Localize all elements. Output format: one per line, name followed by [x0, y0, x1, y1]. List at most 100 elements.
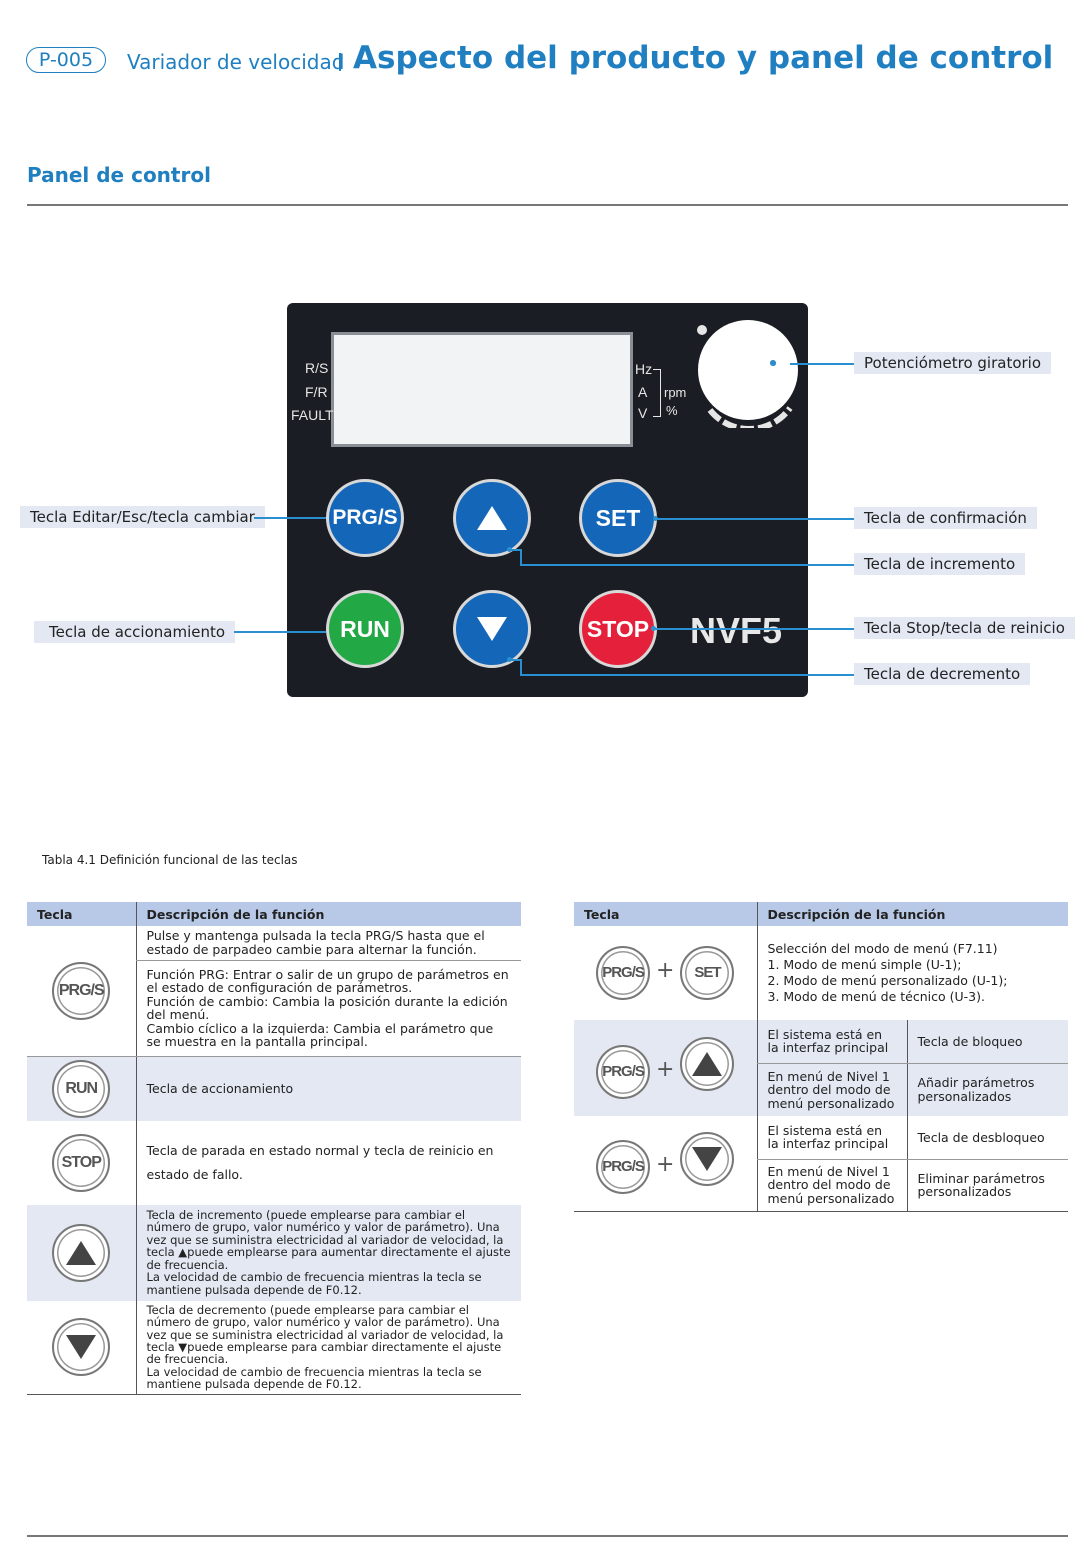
plus-icon: + — [656, 1152, 675, 1178]
callout-prg: Tecla Editar/Esc/tecla cambiar — [20, 506, 265, 528]
table-row: STOP Tecla de parada en estado normal y … — [27, 1120, 521, 1205]
indicator-fr: F/R — [305, 384, 328, 400]
callout-line — [520, 659, 522, 674]
knob-marker — [697, 325, 707, 335]
indicator-fault: FAULT — [291, 407, 334, 423]
table-row: PRG/S+ El sistema está en la interfaz pr… — [574, 1116, 1068, 1195]
indicator-rs: R/S — [305, 360, 329, 376]
up-arrow-icon — [477, 506, 507, 530]
table-row: Función PRG: Entrar o salir de un grupo … — [27, 960, 521, 1057]
section-divider — [27, 204, 1068, 206]
description-cell: Tecla de decremento (puede emplearse par… — [135, 1300, 521, 1395]
table-row: En menú de Nivel 1 dentro del modo de me… — [574, 1159, 1068, 1211]
description-cell: Función PRG: Entrar o salir de un grupo … — [135, 960, 521, 1057]
document-subtitle: Variador de velocidad — [127, 50, 345, 74]
prg-key-icon: PRG/S — [52, 961, 111, 1020]
callout-dot — [771, 361, 776, 366]
prg-key-icon: PRG/S — [596, 1045, 651, 1100]
column-header-description: Descripción de la función — [756, 902, 1068, 926]
column-header-description: Descripción de la función — [135, 902, 521, 926]
down-arrow-icon — [66, 1335, 97, 1360]
description-cell: Tecla de parada en estado normal y tecla… — [135, 1120, 521, 1205]
description-cell: Selección del modo de menú (F7.11) 1. Mo… — [756, 926, 1068, 1020]
callout-line — [520, 674, 854, 676]
condition-cell: En menú de Nivel 1 dentro del modo de me… — [756, 1159, 907, 1211]
plus-icon: + — [656, 957, 675, 983]
page-number-badge: P-005 — [26, 47, 106, 73]
callout-line — [254, 517, 326, 519]
callout-line — [510, 549, 521, 551]
callout-run: Tecla de accionamiento — [34, 621, 236, 643]
table-row: PRG/S Pulse y mantenga pulsada la tecla … — [27, 926, 521, 1057]
condition-cell: En menú de Nivel 1 dentro del modo de me… — [756, 1063, 907, 1116]
title-separator — [339, 53, 341, 71]
callout-dot — [507, 657, 512, 662]
callout-dot — [507, 547, 512, 552]
down-key-icon — [52, 1318, 111, 1377]
callout-line — [657, 518, 854, 520]
action-cell: Añadir parámetros personalizados — [906, 1063, 1068, 1116]
callout-line — [520, 549, 522, 564]
brand-logo: NVF5 — [690, 610, 783, 651]
set-button[interactable]: SET — [579, 479, 657, 557]
down-arrow-icon — [692, 1147, 723, 1172]
plus-icon: + — [656, 1056, 675, 1082]
prg-key-icon: PRG/S — [596, 946, 651, 1000]
callout-line — [520, 564, 854, 566]
callout-line — [790, 363, 854, 365]
description-cell: Tecla de incremento (puede emplearse par… — [135, 1204, 521, 1301]
description-cell: Pulse y mantenga pulsada la tecla PRG/S … — [135, 926, 521, 961]
callout-dot — [653, 516, 658, 521]
callout-line — [655, 628, 854, 630]
column-header-key: Tecla — [27, 902, 136, 926]
prg-button[interactable]: PRG/S — [326, 479, 404, 557]
up-arrow-icon — [66, 1240, 97, 1265]
up-key-icon — [680, 1036, 735, 1091]
callout-dot — [651, 626, 656, 631]
callout-line — [234, 631, 326, 633]
down-key-icon — [680, 1132, 735, 1187]
callout-up: Tecla de incremento — [854, 553, 1026, 575]
table-caption: Tabla 4.1 Definición funcional de las te… — [42, 853, 298, 867]
callout-line — [510, 659, 521, 661]
indicator-hz: Hz — [635, 361, 653, 377]
page-title: Aspecto del producto y panel de control — [353, 40, 1054, 76]
down-arrow-icon — [477, 617, 507, 641]
knob-scale-arc — [707, 406, 793, 428]
prg-key-icon: PRG/S — [596, 1140, 651, 1195]
key-function-table-right: Tecla Descripción de la función PRG/S+SE… — [574, 902, 1068, 1212]
lcd-display — [331, 332, 633, 447]
table-row: Tecla de decremento (puede emplearse par… — [27, 1300, 521, 1395]
set-key-icon: SET — [680, 946, 735, 1000]
stop-button[interactable]: STOP — [579, 590, 657, 668]
table-row: Tecla de incremento (puede emplearse par… — [27, 1204, 521, 1301]
down-button[interactable] — [453, 590, 531, 668]
up-key-icon — [52, 1223, 111, 1282]
run-button[interactable]: RUN — [326, 590, 404, 668]
callout-set: Tecla de confirmación — [854, 507, 1037, 529]
table-row: En menú de Nivel 1 dentro del modo de me… — [574, 1063, 1068, 1116]
unit-bracket — [653, 369, 661, 417]
key-function-table-left: Tecla Descripción de la función PRG/S Pu… — [27, 902, 521, 1395]
action-cell: Eliminar parámetros personalizados — [906, 1159, 1068, 1211]
potentiometer-knob[interactable] — [698, 320, 798, 420]
table-row: RUN Tecla de accionamiento — [27, 1056, 521, 1121]
table-row: PRG/S+ El sistema está en la interfaz pr… — [574, 1020, 1068, 1116]
unit-percent: % — [666, 403, 678, 418]
callout-down: Tecla de decremento — [854, 663, 1031, 685]
description-cell: Tecla de accionamiento — [135, 1056, 521, 1121]
condition-cell: El sistema está en la interfaz principal — [756, 1020, 907, 1064]
action-cell: Tecla de bloqueo — [906, 1020, 1068, 1064]
unit-rpm: rpm — [664, 385, 687, 400]
stop-key-icon: STOP — [52, 1133, 111, 1192]
condition-cell: El sistema está en la interfaz principal — [756, 1116, 907, 1160]
section-title: Panel de control — [27, 163, 211, 187]
indicator-a: A — [638, 384, 648, 400]
up-arrow-icon — [692, 1051, 723, 1076]
run-key-icon: RUN — [52, 1059, 111, 1118]
action-cell: Tecla de desbloqueo — [906, 1116, 1068, 1160]
callout-stop: Tecla Stop/tecla de reinicio — [854, 617, 1075, 639]
column-header-key: Tecla — [574, 902, 757, 926]
up-button[interactable] — [453, 479, 531, 557]
callout-potentiometer: Potenciómetro giratorio — [854, 352, 1052, 374]
